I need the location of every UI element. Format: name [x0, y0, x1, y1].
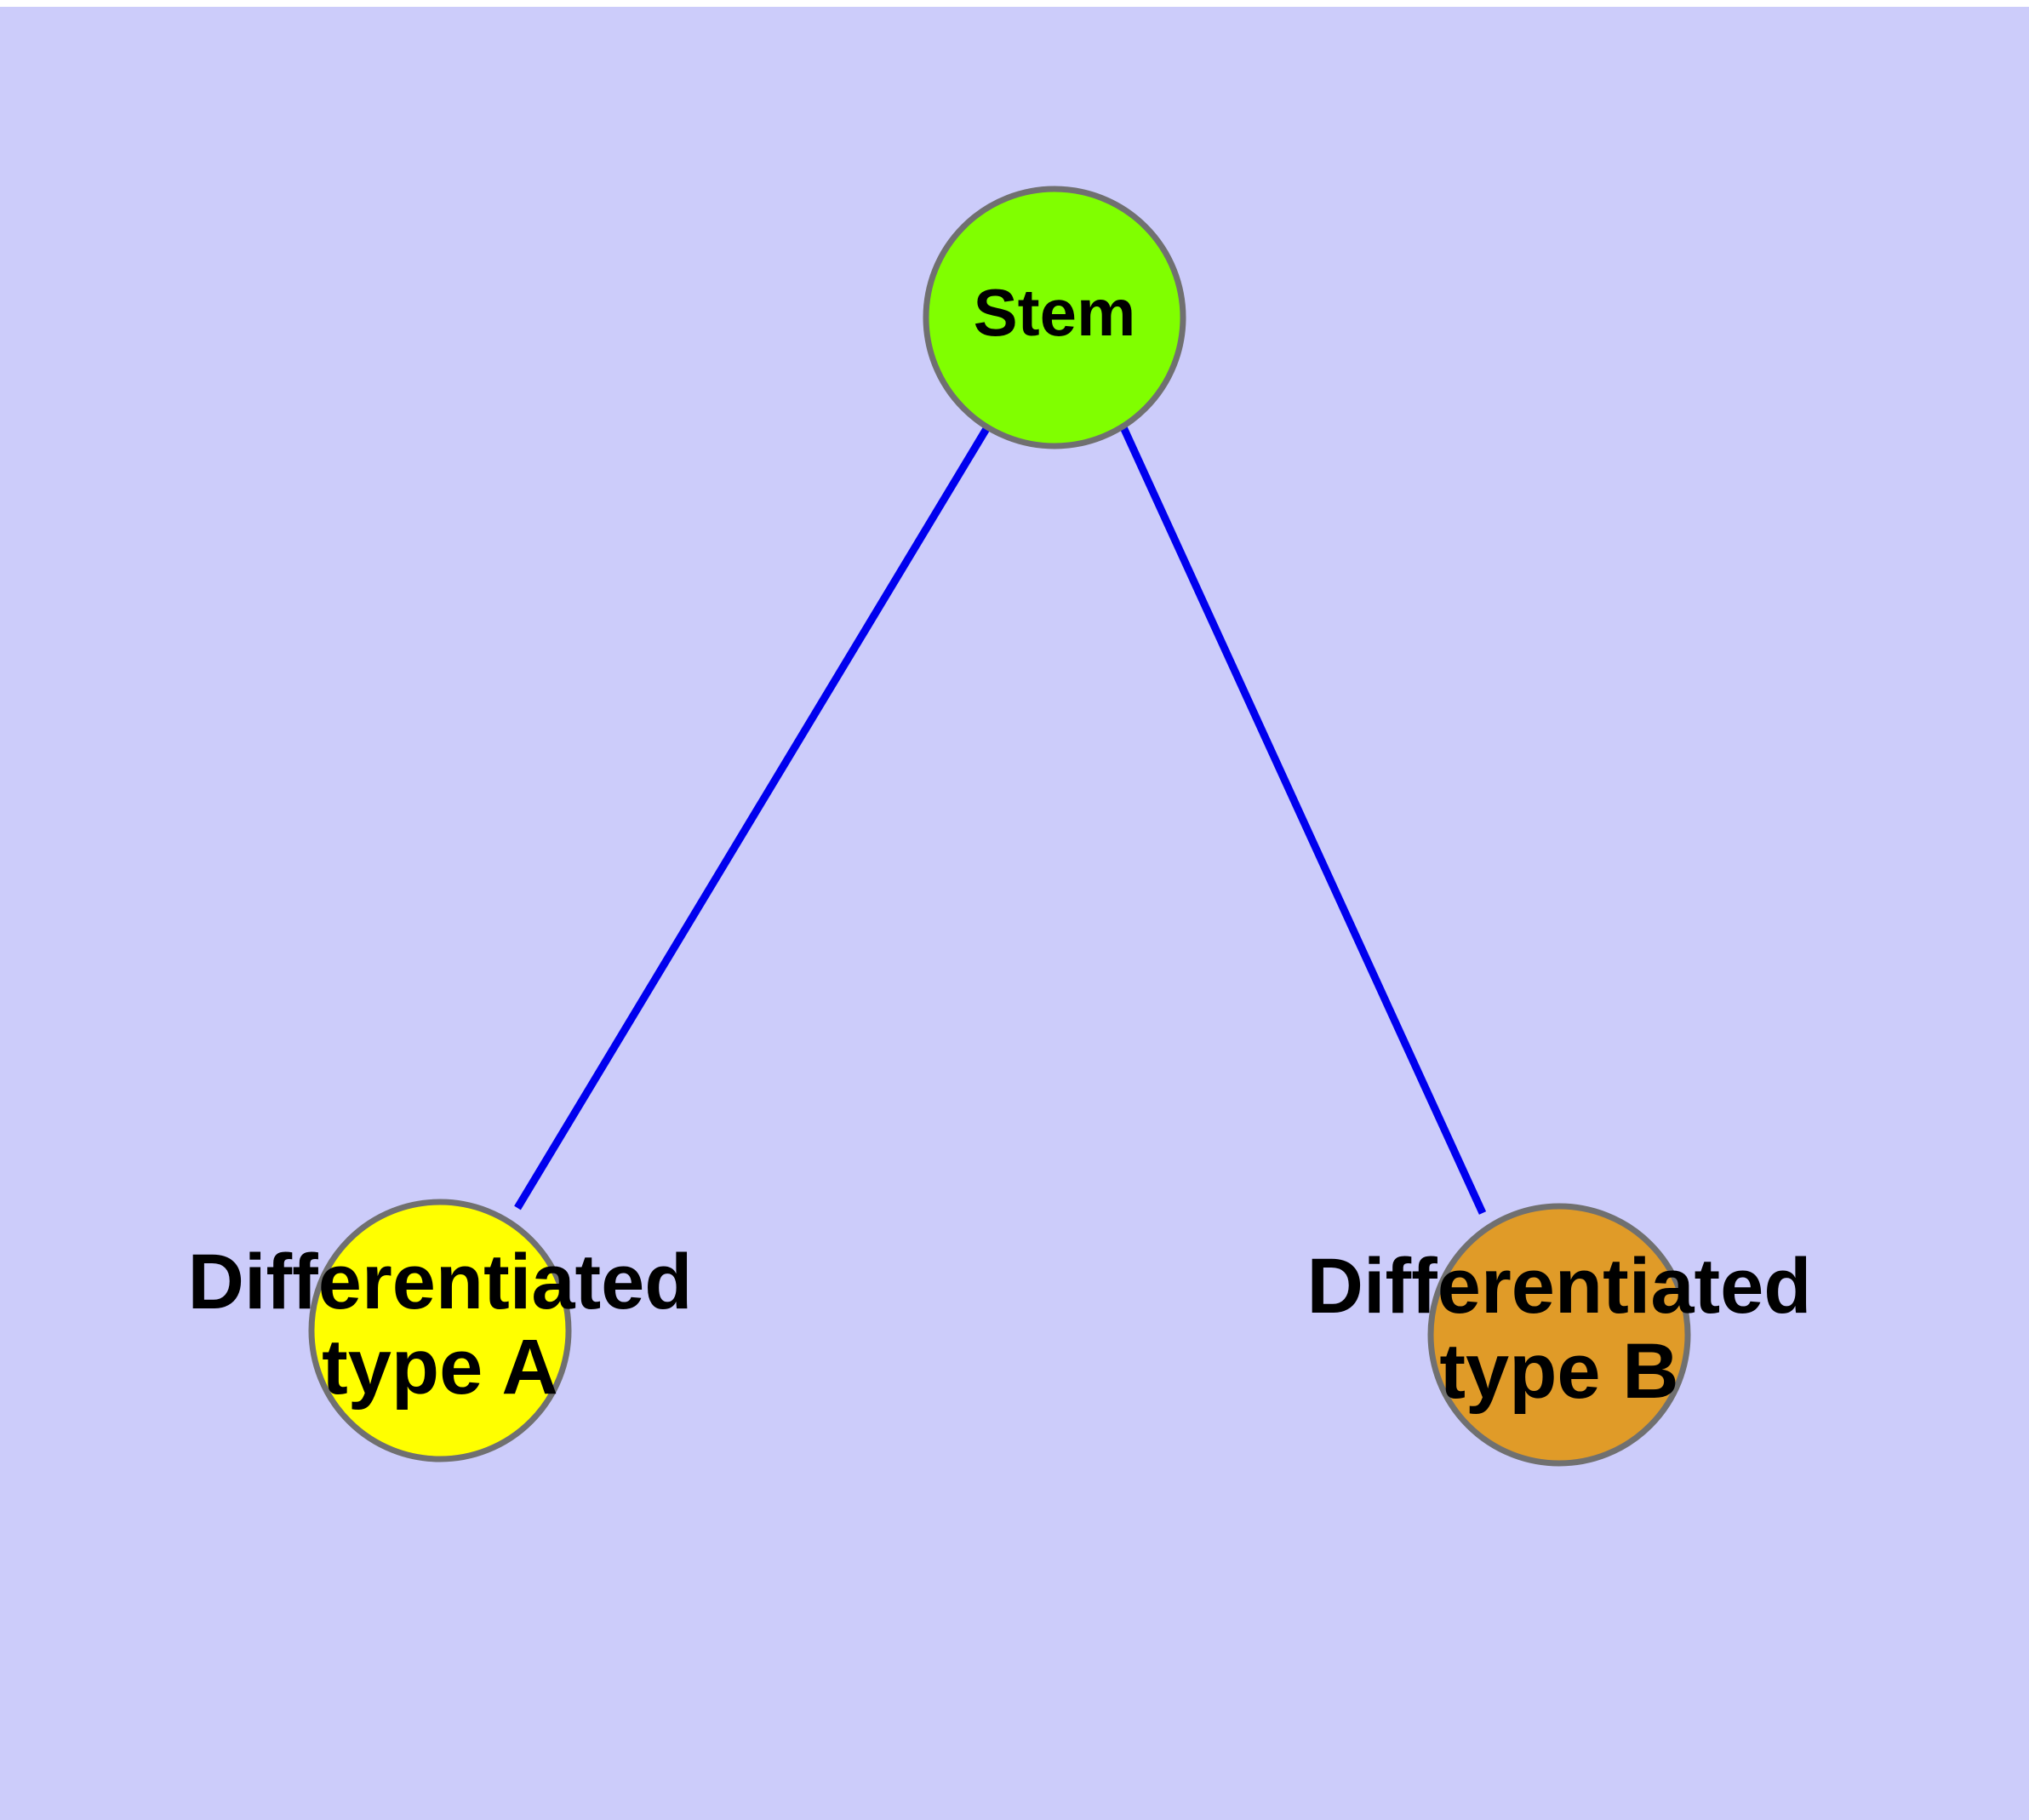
- edge-stem-to-differentiated-type-b[interactable]: [1119, 426, 1487, 1215]
- stem-node-circle[interactable]: [923, 186, 1186, 449]
- label-line: type A: [322, 1324, 558, 1411]
- node-differentiated-type-a[interactable]: [308, 1199, 572, 1462]
- label-line: Differentiated: [1307, 1243, 1812, 1330]
- edge-stem-to-differentiated-type-a[interactable]: [514, 425, 991, 1210]
- edge-layer: [514, 425, 1487, 1215]
- differentiated-type-a-node-circle[interactable]: [308, 1199, 572, 1462]
- differentiated-type-b-node-circle[interactable]: [1427, 1203, 1691, 1467]
- label-line: Differentiated: [188, 1239, 693, 1325]
- node-stem[interactable]: [923, 186, 1186, 449]
- stem-node-label: Stem: [974, 275, 1136, 350]
- label-line: type B: [1439, 1328, 1678, 1415]
- node-layer: [308, 186, 1691, 1467]
- node-differentiated-type-b[interactable]: [1427, 1203, 1691, 1467]
- label-line: Stem: [974, 275, 1136, 350]
